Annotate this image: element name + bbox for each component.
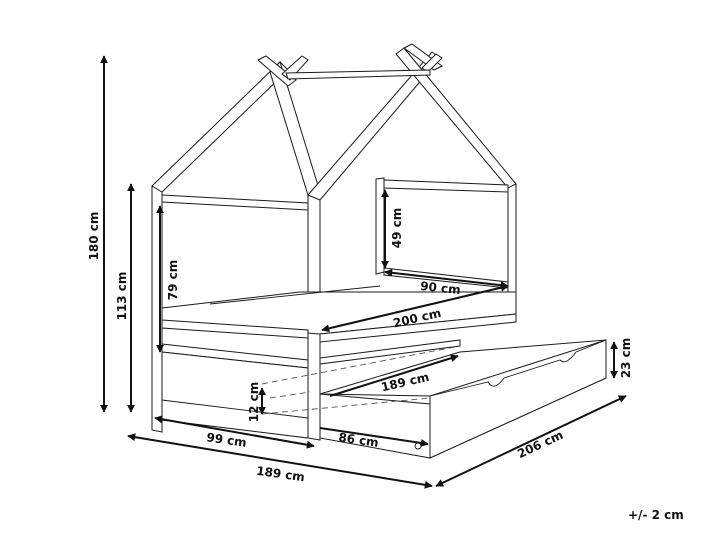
dimension-lines	[100, 55, 627, 489]
label-drawer-height: 23 cm	[619, 338, 633, 379]
label-side-panel-height: 79 cm	[166, 260, 180, 301]
label-side-height: 113 cm	[115, 272, 129, 321]
label-overall-length: 206 cm	[515, 428, 565, 461]
tolerance-note: +/- 2 cm	[628, 508, 684, 522]
label-drawer-extension: 86 cm	[338, 430, 380, 450]
label-headboard-gap: 49 cm	[390, 208, 404, 249]
label-bed-width: 99 cm	[206, 430, 248, 450]
label-overall-width: 189 cm	[255, 464, 305, 485]
label-drawer-clearance: 12 cm	[247, 382, 261, 423]
label-total-height: 180 cm	[87, 212, 101, 261]
label-mattress-width: 90 cm	[420, 279, 462, 297]
